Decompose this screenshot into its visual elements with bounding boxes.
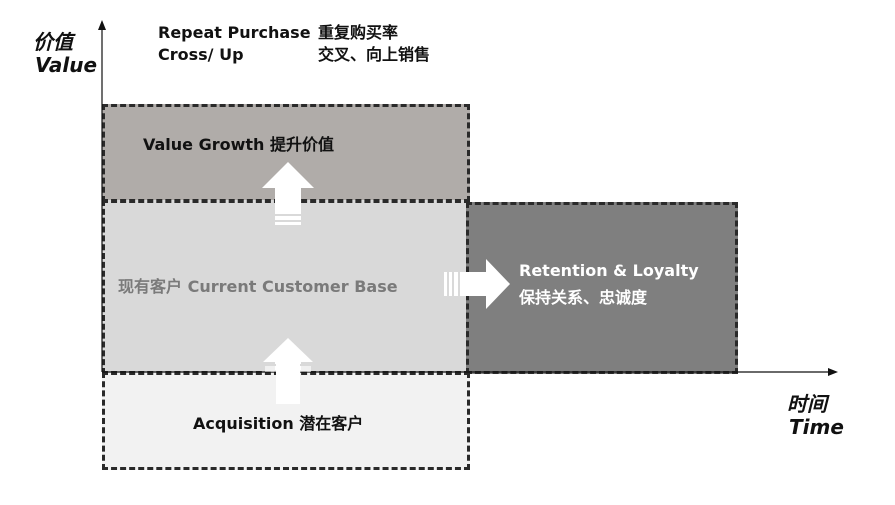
right-arrow — [444, 259, 510, 309]
note-cross-up-en: Cross/ Up — [158, 45, 244, 64]
note-cross-up-cn: 交叉、向上销售 — [318, 45, 431, 64]
current-customer-base-label: 现有客户 Current Customer Base — [118, 277, 398, 296]
up-arrow-lower — [263, 338, 313, 404]
x-axis-title-cn: 时间 — [787, 392, 827, 416]
up-arrow-upper — [262, 162, 314, 225]
value-growth-label: Value Growth 提升价值 — [143, 135, 335, 154]
x-axis-title-en: Time — [789, 415, 844, 439]
retention-loyalty-box — [466, 202, 738, 374]
y-axis-arrowhead — [98, 20, 106, 30]
retention-label-cn: 保持关系、忠诚度 — [519, 288, 648, 307]
x-axis-arrowhead — [828, 368, 838, 376]
y-axis-title-en: Value — [35, 53, 98, 77]
note-repeat-purchase-cn: 重复购买率 — [318, 23, 399, 42]
y-axis-title-cn: 价值 — [33, 30, 73, 54]
acquisition-label: Acquisition 潜在客户 — [193, 414, 364, 433]
retention-label-en: Retention & Loyalty — [519, 261, 699, 280]
note-repeat-purchase-en: Repeat Purchase — [158, 23, 311, 42]
